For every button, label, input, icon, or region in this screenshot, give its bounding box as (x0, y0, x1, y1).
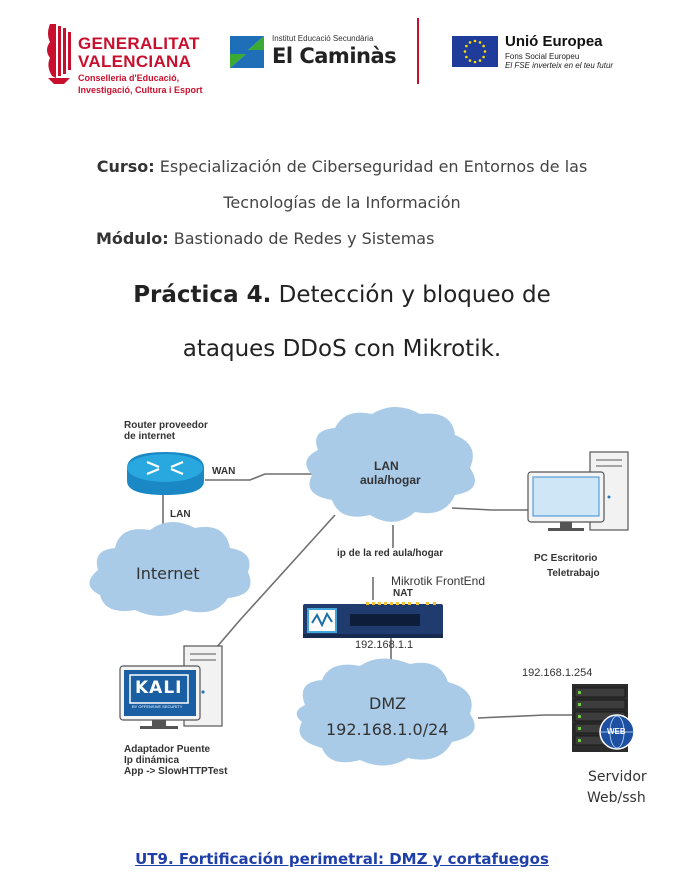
wan-link (205, 473, 315, 481)
eu-flag-icon (452, 36, 498, 67)
header-divider (417, 18, 419, 84)
generalitat-logo-icon (47, 24, 71, 84)
practice-title-text-1: Detección y bloqueo de (278, 282, 551, 308)
dmz-cloud (296, 658, 475, 766)
server-label-1: Servidor (588, 769, 647, 785)
pc-label-1: PC Escritorio (534, 553, 598, 564)
eu-sub1: Fons Social Europeu (505, 52, 580, 61)
nat-label: NAT (393, 588, 413, 599)
eu-title: Unió Europea (505, 33, 603, 50)
lan-cloud-label-2: aula/hogar (360, 473, 421, 487)
lan-cloud-label-1: LAN (374, 459, 399, 473)
mikrotik-label: Mikrotik FrontEnd (391, 574, 486, 588)
kali-label-3: App -> SlowHTTPTest (124, 766, 228, 777)
dmz-label-1: DMZ (369, 694, 407, 713)
school-name: El Caminàs (272, 44, 397, 68)
kali-label-1: Adaptador Puente (124, 744, 211, 755)
wan-label: WAN (212, 466, 236, 477)
router-label-1: Router proveedor (124, 420, 208, 431)
gva-sub1: Conselleria d'Educació, (78, 73, 180, 83)
server-ip: 192.168.1.254 (522, 667, 593, 679)
gva-sub2: Investigació, Cultura i Esport (78, 85, 203, 95)
school-logo-icon (230, 36, 264, 68)
modulo-label: Módulo: (96, 229, 169, 248)
kali-pc-icon (119, 645, 223, 729)
modulo-text: Bastionado de Redes y Sistemas (173, 229, 435, 248)
module-line: Módulo: Bastionado de Redes y Sistemas (96, 229, 434, 248)
curso-label: Curso: (96, 157, 155, 176)
gva-line2: VALENCIANA (78, 52, 192, 71)
router-icon (127, 452, 204, 495)
internet-label: Internet (136, 564, 200, 583)
lan-pc-link (451, 507, 530, 511)
internet-cloud (89, 521, 251, 616)
course-line-1: Curso: Especialización de Ciberseguridad… (0, 157, 684, 176)
curso-text-1: Especialización de Ciberseguridad en Ent… (159, 157, 588, 176)
practice-title-1: Práctica 4. Detección y bloqueo de (0, 282, 684, 308)
mikrotik-ip: 192.168.1.1 (355, 639, 414, 651)
network-diagram (89, 407, 635, 766)
lan-kali-link (209, 514, 336, 656)
mikrotik-icon (303, 602, 443, 638)
practice-label: Práctica 4. (133, 282, 272, 308)
pc-label-2: Teletrabajo (547, 568, 600, 579)
server-label-2: Web/ssh (587, 790, 646, 806)
course-line-2: Tecnologías de la Información (223, 193, 461, 212)
router-label-2: de internet (124, 431, 176, 442)
dmz-server-link (477, 714, 575, 719)
server-icon (572, 684, 635, 752)
eu-sub2: El FSE inverteix en el teu futur (505, 61, 614, 70)
dmz-label-2: 192.168.1.0/24 (326, 720, 449, 739)
kali-logo-sub: BY OFFENSIVE SECURITY (132, 704, 183, 709)
lan-link-label: LAN (170, 509, 191, 520)
pc-icon (527, 451, 629, 531)
ip-red-label: ip de la red aula/hogar (337, 548, 444, 559)
kali-label-2: Ip dinámica (124, 755, 180, 766)
school-small: Institut Educació Secundària (272, 34, 374, 43)
gva-line1: GENERALITAT (78, 34, 200, 53)
footer-link[interactable]: UT9. Fortificación perimetral: DMZ y cor… (135, 850, 549, 868)
lan-cloud (306, 407, 475, 522)
kali-logo-text: KALI (135, 678, 183, 698)
server-badge: WEB (607, 727, 626, 736)
practice-title-2: ataques DDoS con Mikrotik. (182, 336, 502, 362)
